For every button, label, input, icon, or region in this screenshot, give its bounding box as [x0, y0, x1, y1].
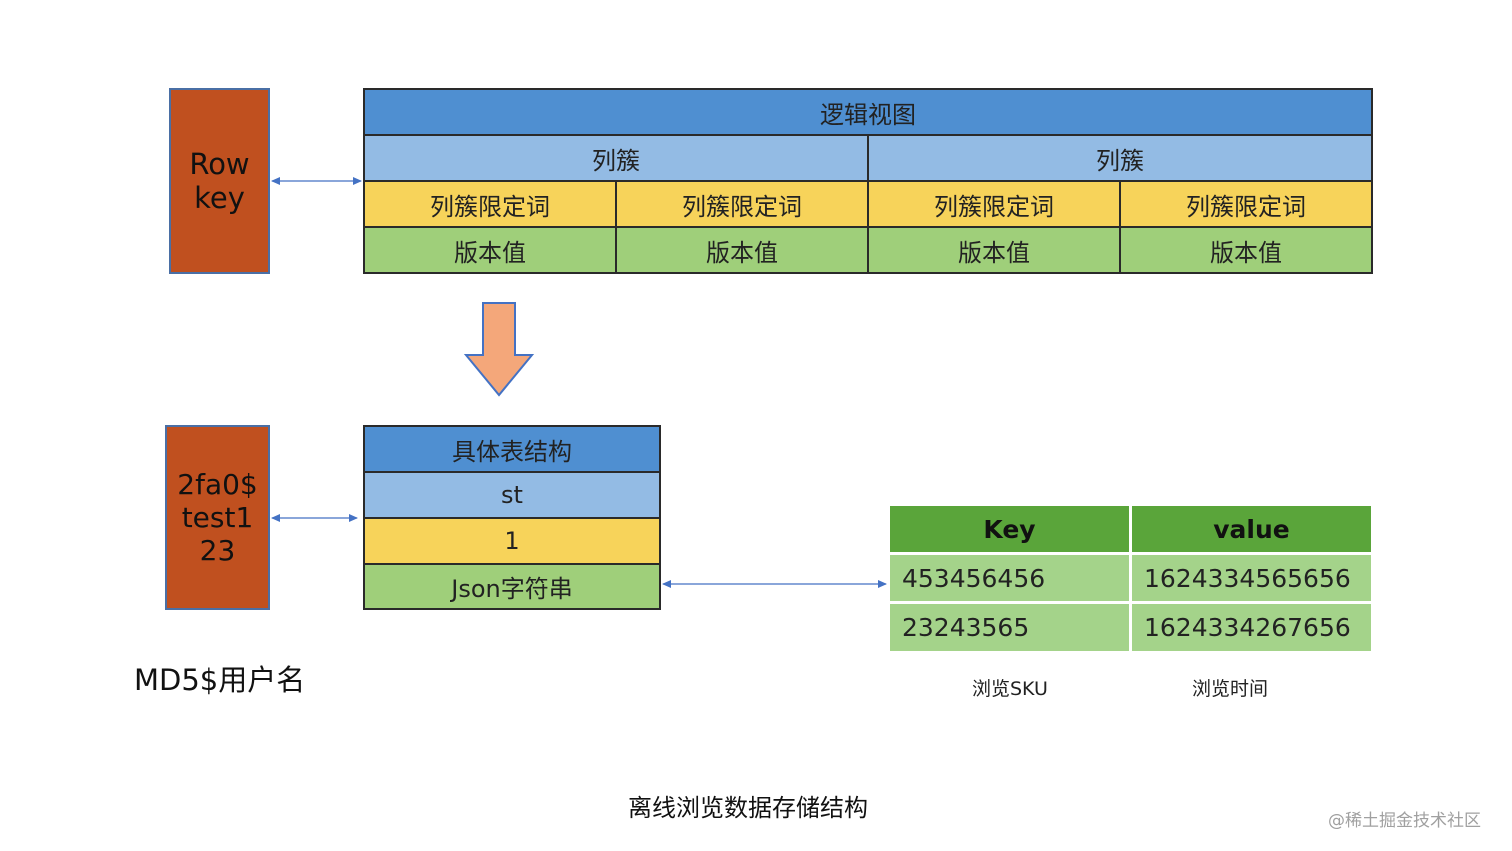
watermark: @稀土掘金技术社区 [1328, 811, 1481, 831]
kv-caption-time: 浏览时间 [1192, 678, 1269, 700]
qualifier-cell: 列簇限定词 [615, 180, 869, 228]
rowkey-value-line: 23 [199, 534, 236, 568]
down-arrow-icon [463, 302, 535, 397]
qualifier-cell: 1 [363, 517, 661, 565]
rowkey-caption: MD5$用户名 [134, 663, 306, 697]
qualifier-cell: 列簇限定词 [363, 180, 617, 228]
rowkey-label-line2: key [194, 181, 245, 215]
rowkey-label-line1: Row [189, 146, 250, 181]
kv-cell-key: 453456456 [890, 555, 1129, 601]
kv-cell-value: 1624334267656 [1132, 604, 1371, 651]
value-cell: Json字符串 [363, 563, 661, 610]
kv-caption-sku: 浏览SKU [972, 678, 1048, 700]
diagram-title: 离线浏览数据存储结构 [628, 794, 868, 822]
family-cell: st [363, 471, 661, 519]
logical-view-header: 逻辑视图 [363, 88, 1373, 136]
qualifier-cell: 列簇限定词 [1119, 180, 1373, 228]
rowkey-value-line: test1 [181, 500, 254, 534]
version-cell: 版本值 [1119, 226, 1373, 274]
kv-cell-key: 23243565 [890, 604, 1129, 651]
concrete-table-header: 具体表结构 [363, 425, 661, 473]
kv-header-value: value [1132, 506, 1371, 552]
version-cell: 版本值 [867, 226, 1121, 274]
rowkey-box: Row key [169, 88, 270, 274]
rowkey-value-line: 2fa0$ [177, 467, 258, 501]
rowkey-value-box: 2fa0$ test1 23 [165, 425, 270, 610]
kv-cell-value: 1624334565656 [1132, 555, 1371, 601]
kv-header-key: Key [890, 506, 1129, 552]
version-cell: 版本值 [363, 226, 617, 274]
version-cell: 版本值 [615, 226, 869, 274]
